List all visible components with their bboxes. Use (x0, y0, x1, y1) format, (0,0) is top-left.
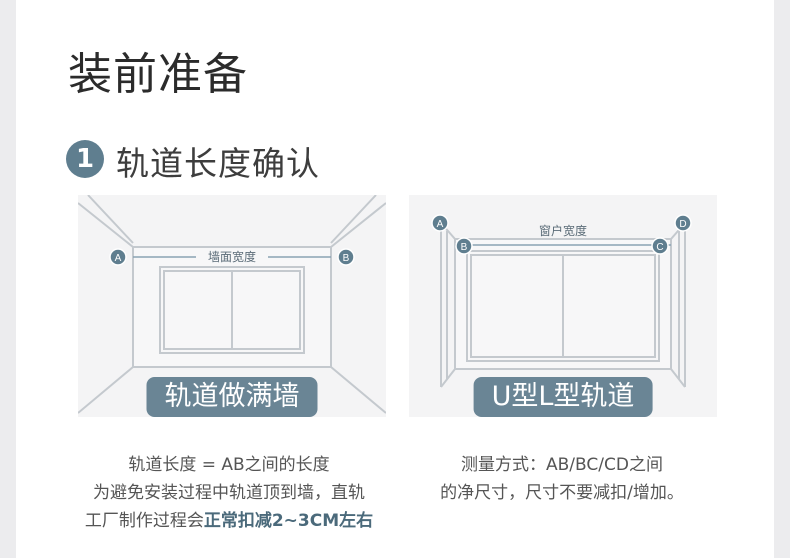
desc-line: 测量方式：AB/BC/CD之间 (461, 455, 663, 475)
wall-track-description: 轨道长度 = AB之间的长度 为避免安装过程中轨道顶到墙，直轨 工厂制作过程会正… (64, 451, 394, 535)
u-l-track-tag: U型L型轨道 (473, 377, 653, 417)
content-card: 装前准备 1 轨道长度确认 (16, 0, 774, 558)
point-a-label: A (437, 219, 444, 230)
desc-line: 轨道长度 = AB之间的长度 (128, 455, 330, 475)
page-title: 装前准备 (68, 49, 248, 100)
wall-width-label: 墙面宽度 (208, 249, 256, 264)
point-b-label: B (343, 253, 350, 264)
bay-window-illustration: A B C D 窗户宽度 (431, 214, 692, 388)
point-a-label: A (115, 253, 122, 264)
window-width-label: 窗户宽度 (539, 223, 587, 238)
desc-line: 的净尺寸，尺寸不要减扣/增加。 (440, 483, 684, 503)
point-b-label: B (461, 242, 468, 253)
deduction-highlight: 正常扣减2~3CM左右 (203, 511, 374, 531)
wall-track-diagram: A B 墙面宽度 轨道做满墙 (78, 195, 386, 417)
wall-room-illustration: A B 墙面宽度 (78, 195, 386, 414)
section-title: 轨道长度确认 (116, 144, 320, 183)
desc-line: 工厂制作过程会正常扣减2~3CM左右 (64, 507, 394, 535)
u-l-track-description: 测量方式：AB/BC/CD之间 的净尺寸，尺寸不要减扣/增加。 (397, 451, 727, 507)
step-number-badge: 1 (66, 140, 104, 178)
wall-track-tag: 轨道做满墙 (146, 377, 318, 417)
desc-text: 工厂制作过程会 (84, 511, 204, 531)
point-d-label: D (679, 219, 686, 230)
point-c-label: C (656, 242, 663, 253)
u-l-track-diagram: A B C D 窗户宽度 U型L型轨道 (409, 195, 717, 417)
desc-line: 为避免安装过程中轨道顶到墙，直轨 (93, 483, 365, 503)
